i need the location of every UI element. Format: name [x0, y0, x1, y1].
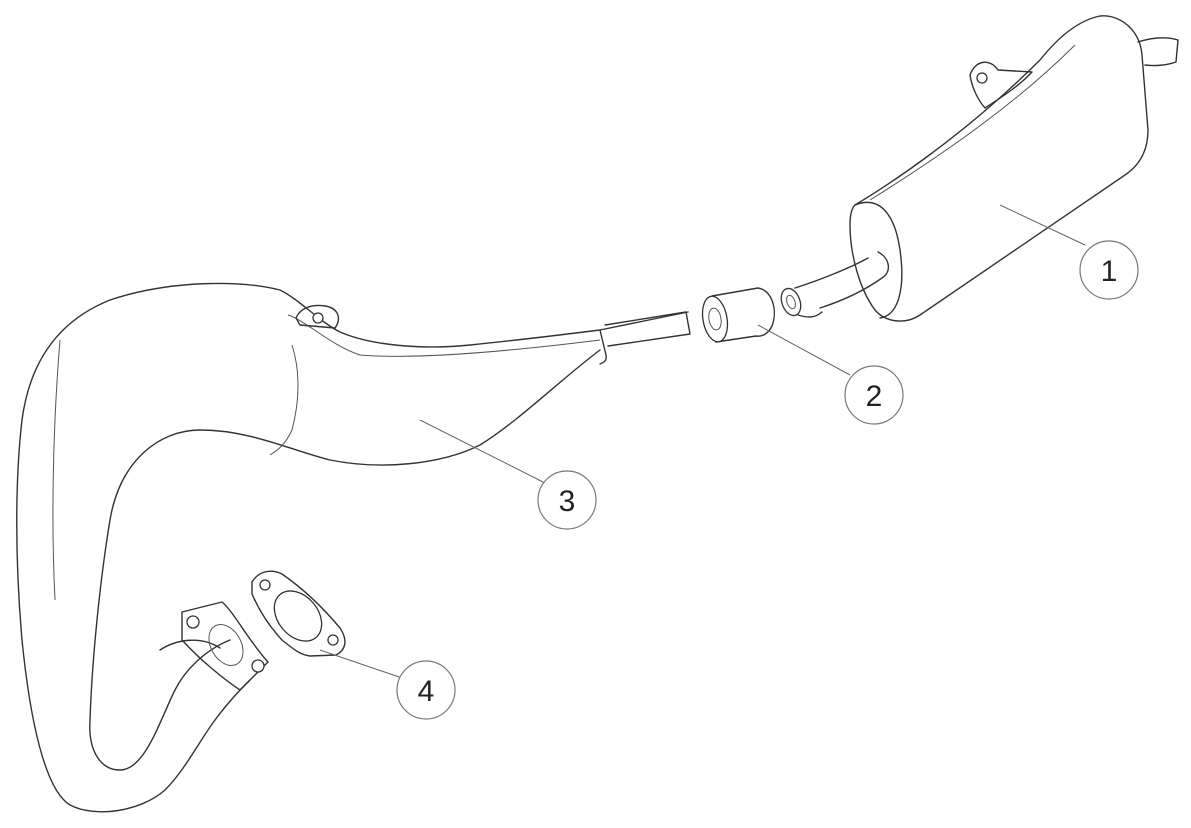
leader-1: [999, 204, 1086, 246]
callout-3-label: 3: [559, 485, 576, 518]
callout-2: 2: [844, 365, 904, 425]
expansion-chamber-icon: [16, 282, 691, 813]
leader-2: [757, 324, 851, 376]
leader-lines: [319, 204, 1086, 679]
callout-4: 4: [396, 660, 456, 720]
callout-3: 3: [537, 470, 597, 530]
callout-1: 1: [1079, 240, 1139, 300]
callout-1-label: 1: [1101, 255, 1118, 288]
leader-4: [319, 649, 403, 679]
silencer-icon: [780, 15, 1179, 322]
leader-3: [419, 419, 546, 484]
coupling-sleeve-icon: [701, 287, 776, 343]
exhaust-gasket-icon: [251, 570, 346, 657]
callout-4-label: 4: [418, 675, 435, 708]
callout-2-label: 2: [866, 380, 883, 413]
